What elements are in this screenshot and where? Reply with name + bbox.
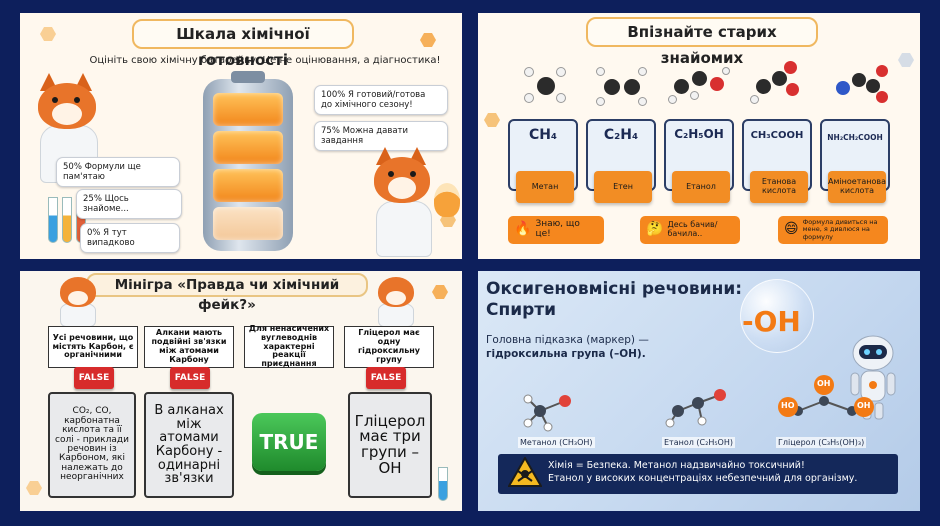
formula-card-ethanol[interactable]: C₂H₅OH Етанол (664, 119, 734, 203)
statement-box[interactable]: Алкани мають подвійні зв'язки між атомам… (144, 326, 234, 368)
ethene-model-icon (596, 65, 647, 109)
flask-icon (434, 183, 460, 217)
battery-cell (213, 207, 283, 240)
card-formula: CH₄ (528, 127, 558, 143)
level-100-label[interactable]: 100% Я готовий/готова до хімічного сезон… (314, 85, 448, 115)
battery-cell (213, 93, 283, 126)
ethanol-model-icon (668, 61, 732, 105)
battery-cell (213, 169, 283, 202)
false-badge[interactable]: FALSE (366, 367, 406, 389)
hex-decoration (432, 285, 448, 299)
false-badge[interactable]: FALSE (170, 367, 210, 389)
warning-line: Хімія = Безпека. Метанол надзвичайно ток… (548, 460, 805, 471)
slide-truth-or-fake-game[interactable]: Мінігра «Правда чи хімічний фейк?» Усі р… (20, 271, 462, 511)
slide-alcohols[interactable]: Оксигеновмісні речовини: Спирти Головна … (478, 271, 920, 511)
answer-box: В алканах між атомами Карбону - одинарні… (144, 392, 234, 498)
slide-title: Впізнайте старих знайомих (586, 17, 818, 67)
hex-decoration (484, 113, 500, 127)
hex-decoration (40, 27, 56, 41)
card-name-tag: Амінoетанова кислота (828, 171, 886, 203)
slide-old-acquaintances[interactable]: Впізнайте старих знайомих (478, 13, 920, 259)
card-formula: C₂H₄ (603, 127, 639, 143)
level-0-label[interactable]: 0% Я тут випадково (80, 223, 180, 253)
formula-card-glycine[interactable]: NH₂CH₂COOH Амінoетанова кислота (820, 119, 890, 203)
methanol-structure-icon (523, 394, 571, 432)
subtitle-line: Головна підказка (маркер) — (486, 334, 649, 346)
statement-box[interactable]: Для ненасичених вуглеводнів характерні р… (244, 324, 334, 368)
glycerol-structure-icon (778, 375, 874, 417)
card-name-tag: Етанол (672, 171, 730, 203)
molecule-label: Гліцерол (C₃H₅(OH)₃) (776, 437, 867, 448)
test-tube-icon (48, 197, 58, 243)
thinking-face-icon: 🤔 (646, 221, 664, 238)
safety-warning-banner: Хімія = Безпека. Метанол надзвичайно ток… (498, 454, 898, 494)
slide-title: Оксигеновмісні речовини: Спирти (486, 279, 743, 321)
answer-box: Гліцерол має три групи – OH (348, 392, 432, 498)
formula-card-acetic-acid[interactable]: CH₃COOH Етанова кислота (742, 119, 812, 203)
button-label: Десь бачив/бачила.. (667, 220, 718, 238)
hydroxyl-label: -OH (742, 305, 801, 338)
fox-thinking-illustration (372, 147, 436, 257)
hex-decoration (420, 33, 436, 47)
formula-stares-button[interactable]: 😄 Формула дивиться на мене, я дивлюся на… (778, 216, 888, 244)
fox-scientist-illustration (374, 273, 418, 327)
acetic-acid-model-icon (750, 61, 800, 105)
seen-somewhere-button[interactable]: 🤔 Десь бачив/бачила.. (640, 216, 740, 244)
warning-line: Етанол у високих концентраціях небезпечн… (548, 472, 858, 484)
false-badge[interactable]: FALSE (74, 367, 114, 389)
molecule-label: Етанол (C₂H₅OH) (662, 437, 735, 448)
level-50-label[interactable]: 50% Формули ще пам'ятаю (56, 157, 180, 187)
smiling-face-icon: 😄 (784, 221, 799, 238)
level-25-label[interactable]: 25% Щось знайоме... (76, 189, 182, 219)
hydroxyl-bubble (740, 279, 814, 353)
oh-group-label: OH (857, 401, 871, 410)
card-formula: C₂H₅OH (674, 127, 724, 141)
test-tube-icon (438, 467, 448, 501)
formula-card-ethene[interactable]: C₂H₄ Етен (586, 119, 656, 203)
slide-subtitle: Головна підказка (маркер) — гідроксильна… (486, 333, 649, 361)
formula-card-methane[interactable]: CH₄ Метан (508, 119, 578, 203)
know-it-button[interactable]: 🔥 Знаю, що це! (508, 216, 604, 244)
hex-decoration (898, 53, 914, 67)
fire-icon: 🔥 (514, 221, 532, 238)
card-formula: CH₃COOH (750, 130, 804, 141)
test-tube-icon (62, 197, 72, 243)
statement-box[interactable]: Усі речовини, що містять Карбон, є орган… (48, 326, 138, 368)
slide-title: Мінігра «Правда чи хімічний фейк?» (86, 273, 368, 313)
molecule-label: Метанол (CH₃OH) (518, 437, 595, 448)
methane-model-icon (520, 63, 570, 107)
subtitle-line-bold: гідроксильна група (–OH). (486, 348, 646, 361)
button-label: Формула дивиться на мене, я дивлюся на ф… (802, 218, 878, 241)
glycine-model-icon (830, 61, 890, 105)
fox-scientist-illustration (56, 273, 100, 327)
ho-group-label: HO (781, 401, 795, 410)
slide-title: Шкала хімічної готовності (132, 19, 354, 69)
oh-group-label: OH (817, 379, 831, 388)
answer-box: CO₂, CO, карбонатна кислота та її солі -… (48, 392, 136, 498)
hex-decoration (26, 481, 42, 495)
slide-readiness-scale[interactable]: Шкала хімічної готовності Оцініть свою х… (20, 13, 462, 259)
card-formula: NH₂CH₂COOH (827, 133, 883, 142)
button-label: Знаю, що це! (535, 219, 580, 239)
slide-subtitle: Оцініть свою хімічну батарейку. Це не оц… (89, 55, 441, 66)
ethanol-structure-icon (665, 389, 726, 428)
toxic-warning-icon (508, 457, 542, 487)
true-button[interactable]: TRUE (252, 413, 326, 471)
battery-cell (213, 131, 283, 164)
statement-box[interactable]: Гліцерол має одну гідроксильну групу (344, 326, 434, 368)
card-name-tag: Етанова кислота (750, 171, 808, 203)
card-name-tag: Етен (594, 171, 652, 203)
chemical-battery-illustration (203, 71, 293, 251)
card-name-tag: Метан (516, 171, 574, 203)
